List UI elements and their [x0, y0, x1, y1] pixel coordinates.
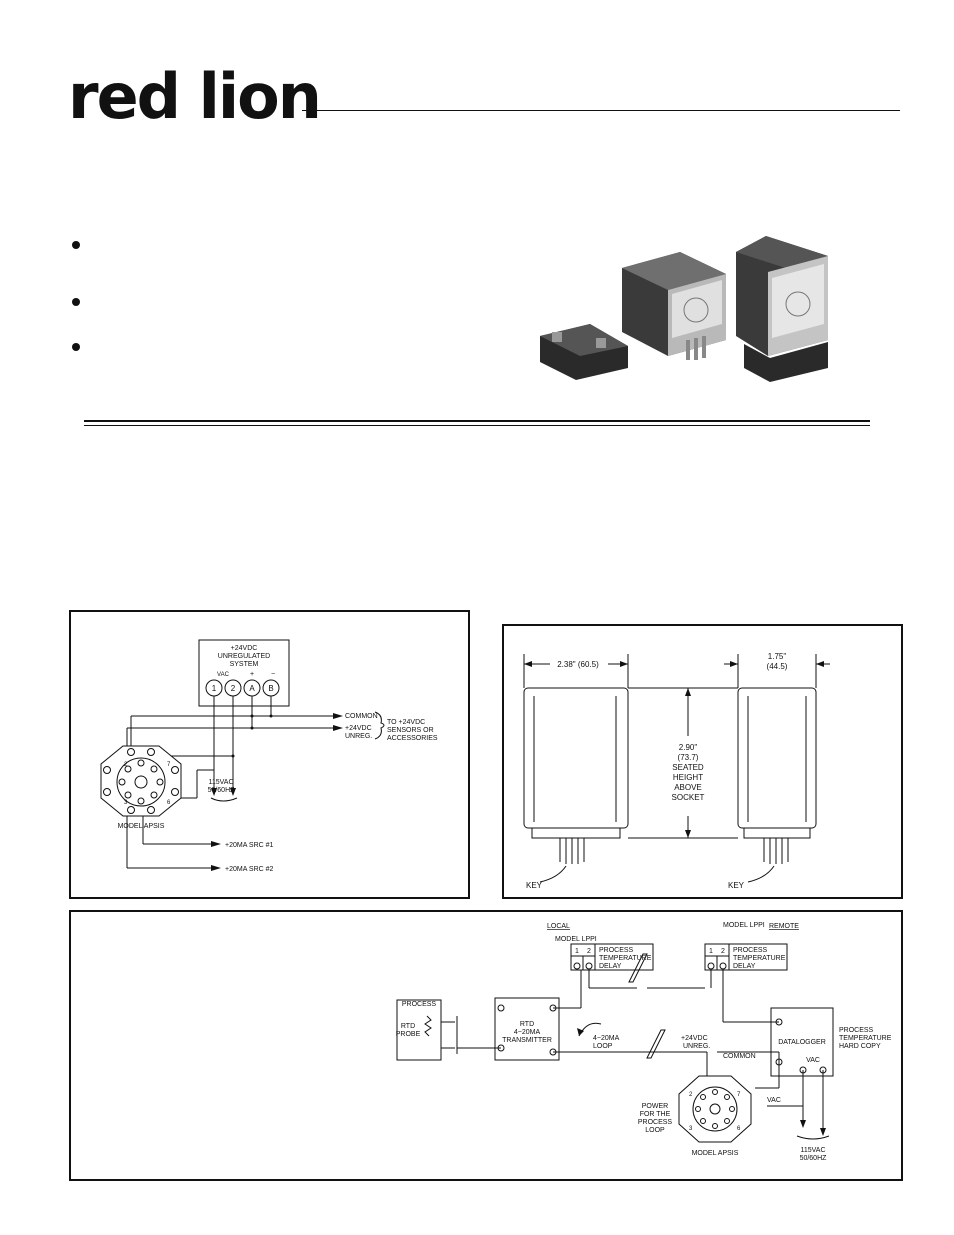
app-model-apsis: MODEL APSIS [692, 1150, 739, 1157]
box-line-1: +24VDC [231, 645, 258, 652]
terminal-a: A [249, 684, 255, 693]
bullet-2 [72, 298, 80, 306]
height-line-1: 2.90" [679, 743, 698, 752]
app-vac-2: 50/60HZ [800, 1155, 828, 1162]
loop-2: LOOP [593, 1043, 613, 1050]
process-label: PROCESS [402, 1001, 437, 1008]
pin-7: 7 [167, 762, 171, 768]
vac-line-2: 50/60HZ [208, 787, 236, 794]
power-3: PROCESS [638, 1119, 673, 1126]
pin-6: 6 [167, 800, 171, 806]
label-minus: − [271, 671, 275, 678]
pin-3: 3 [124, 800, 128, 806]
output-unreg: UNREG. [345, 733, 372, 740]
module-small-image [622, 252, 726, 360]
brace-text-2: SENSORS OR [387, 727, 434, 734]
apsis-wiring-panel: +24VDC UNREGULATED SYSTEM VAC + − 1 2 A … [69, 610, 470, 899]
lppi-remote-model: MODEL LPPI [723, 922, 765, 929]
lppi-local-model: MODEL LPPI [555, 936, 597, 943]
lppi-local-text-3: DELAY [599, 963, 622, 970]
section-rule-top [84, 420, 870, 422]
transmitter-3: TRANSMITTER [502, 1037, 552, 1044]
header-rule [302, 110, 900, 111]
common-label: COMMON [723, 1053, 756, 1060]
width-right-in: 1.75" [768, 652, 787, 661]
model-apsis-label: MODEL APSIS [118, 823, 165, 830]
lppi-local-t1: 1 [575, 948, 579, 955]
lppi-local-t2: 2 [587, 948, 591, 955]
height-line-6: SOCKET [672, 793, 705, 802]
hard-copy-2: TEMPERATURE [839, 1035, 892, 1042]
dimensions-panel: 2.38" (60.5) 1.75" (44.5) 2.90" (73.7) S… [502, 624, 903, 899]
transmitter-1: RTD [520, 1021, 534, 1028]
lppi-local-text-1: PROCESS [599, 947, 634, 954]
lppi-local-text-2: TEMPERATURE [599, 955, 652, 962]
key-right-label: KEY [728, 881, 745, 890]
bullet-3 [72, 343, 80, 351]
app-pin-2: 2 [689, 1092, 693, 1098]
bullet-1 [72, 241, 80, 249]
power-1: POWER [642, 1103, 668, 1110]
key-left-label: KEY [526, 881, 543, 890]
output-common: COMMON [345, 713, 378, 720]
rtd-probe-1: RTD [401, 1023, 415, 1030]
socket-image [540, 324, 628, 380]
label-vac: VAC [217, 672, 230, 678]
hard-copy-1: PROCESS [839, 1027, 874, 1034]
power-4: LOOP [645, 1127, 665, 1134]
datalogger-vac: VAC [806, 1057, 820, 1064]
unreg-1: +24VDC [681, 1035, 708, 1042]
height-line-4: HEIGHT [673, 773, 703, 782]
src1-label: +20MA SRC #1 [225, 842, 274, 849]
app-pin-3: 3 [689, 1126, 693, 1132]
brace-text-3: ACCESSORIES [387, 735, 438, 742]
terminal-1: 1 [212, 684, 217, 693]
width-left-label: 2.38" (60.5) [557, 660, 599, 669]
power-2: FOR THE [640, 1111, 671, 1118]
unreg-2: UNREG. [683, 1043, 710, 1050]
height-line-5: ABOVE [674, 783, 702, 792]
local-label: LOCAL [547, 923, 570, 930]
rtd-probe-2: PROBE [396, 1031, 421, 1038]
height-line-2: (73.7) [678, 753, 699, 762]
lppi-remote-text-3: DELAY [733, 963, 756, 970]
pin-2: 2 [124, 762, 128, 768]
box-line-2: UNREGULATED [218, 653, 270, 660]
application-diagram: LOCAL REMOTE MODEL LPPI 1 2 PROCESS TEMP… [396, 922, 892, 1162]
lppi-remote-text-1: PROCESS [733, 947, 768, 954]
red-lion-logo: red lion [68, 60, 322, 133]
lppi-remote-t1: 1 [709, 948, 713, 955]
width-right-mm: (44.5) [767, 662, 788, 671]
lppi-remote-text-2: TEMPERATURE [733, 955, 786, 962]
brace-text-1: TO +24VDC [387, 719, 425, 726]
box-line-3: SYSTEM [230, 661, 259, 668]
src2-label: +20MA SRC #2 [225, 866, 274, 873]
app-pin-6: 6 [737, 1126, 741, 1132]
terminal-b: B [268, 684, 273, 693]
loop-1: 4−20MA [593, 1035, 620, 1042]
vac-wire-label: VAC [767, 1097, 781, 1104]
height-line-3: SEATED [672, 763, 704, 772]
datalogger-label: DATALOGGER [778, 1039, 826, 1046]
transmitter-2: 4−20MA [514, 1029, 541, 1036]
output-24vdc: +24VDC [345, 725, 372, 732]
app-vac-1: 115VAC [800, 1147, 825, 1154]
remote-label: REMOTE [769, 923, 799, 930]
terminal-2: 2 [231, 684, 236, 693]
lppi-remote-t2: 2 [721, 948, 725, 955]
section-rule-bottom [84, 425, 870, 426]
dimensions-diagram: 2.38" (60.5) 1.75" (44.5) 2.90" (73.7) S… [523, 652, 830, 890]
application-panel: LOCAL REMOTE MODEL LPPI 1 2 PROCESS TEMP… [69, 910, 903, 1181]
vac-line-1: 115VAC [208, 779, 233, 786]
product-photo [540, 236, 828, 382]
app-pin-7: 7 [737, 1092, 741, 1098]
label-plus: + [250, 671, 254, 678]
module-large-image [736, 236, 828, 382]
apsis-wiring-diagram: +24VDC UNREGULATED SYSTEM VAC + − 1 2 A … [100, 639, 438, 873]
hard-copy-3: HARD COPY [839, 1043, 881, 1050]
